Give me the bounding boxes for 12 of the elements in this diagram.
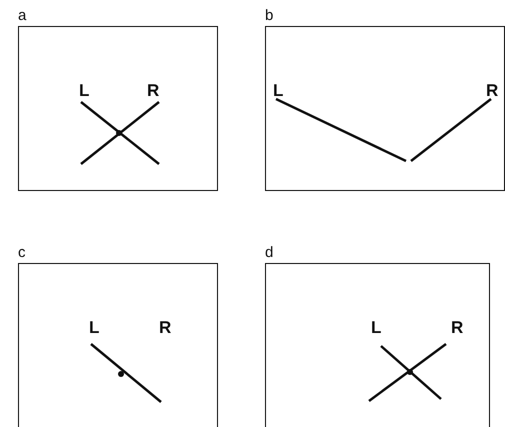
side-label: L [371, 319, 382, 336]
side-label: R [147, 82, 160, 99]
side-label: L [89, 319, 100, 336]
panel-letter: a [18, 8, 26, 23]
panel-letter: d [265, 245, 274, 260]
side-label: R [451, 319, 464, 336]
panel-letter: c [18, 245, 26, 260]
side-label: R [159, 319, 172, 336]
side-label: L [79, 82, 90, 99]
side-label: R [486, 82, 498, 99]
side-label: L [273, 82, 284, 99]
panel-letter: b [265, 8, 274, 23]
